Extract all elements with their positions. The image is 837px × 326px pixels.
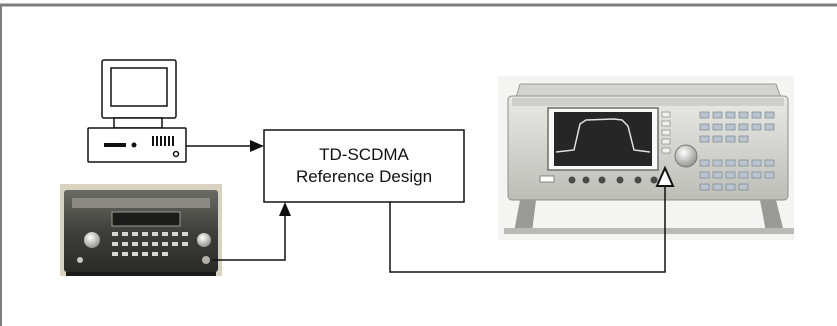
connection-generator-to-block bbox=[212, 202, 291, 261]
reference-design-label: TD-SCDMA Reference Design bbox=[264, 130, 464, 202]
frame-border bbox=[0, 3, 837, 326]
reference-design-block bbox=[263, 129, 465, 203]
connection-block-to-analyzer bbox=[389, 165, 675, 273]
arrowhead-up bbox=[279, 202, 291, 216]
desktop-computer-icon bbox=[87, 59, 187, 163]
spectrum-analyzer-photo bbox=[498, 76, 794, 240]
block-title-line2: Reference Design bbox=[295, 167, 433, 186]
arrowhead-up bbox=[655, 165, 675, 187]
block-title-line1: TD-SCDMA bbox=[319, 145, 409, 164]
signal-generator-photo bbox=[60, 184, 222, 276]
connection-pc-to-block bbox=[186, 140, 264, 152]
arrowhead-right bbox=[250, 140, 264, 152]
